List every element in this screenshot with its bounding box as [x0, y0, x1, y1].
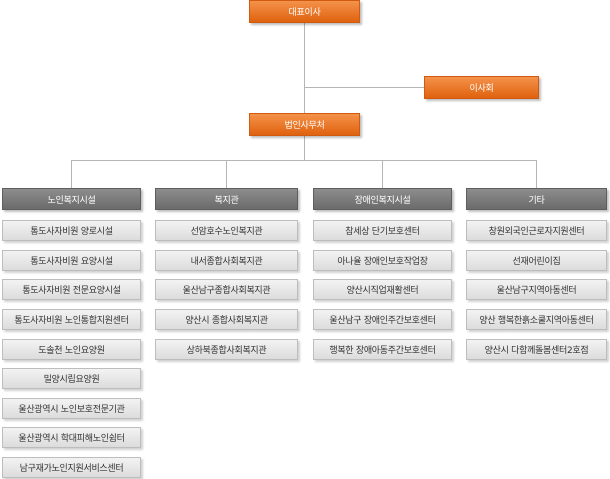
corporate-office-box: 법인사무처 [249, 113, 360, 136]
dept-item: 밀양시립요양원 [2, 368, 141, 389]
dept-header-other: 기타 [466, 188, 607, 210]
dept-item: 울산남구종합사회복지관 [155, 279, 298, 300]
dept-item: 행복한 장애아동주간보호센터 [313, 339, 452, 360]
dept-item: 도솔천 노인요양원 [2, 339, 141, 360]
dept-item: 아나율 장애인보호작업장 [313, 250, 452, 271]
dept-item: 선암호수노인복지관 [155, 220, 298, 241]
dept-item: 남구재가노인지원서비스센터 [2, 457, 141, 478]
board-box: 이사회 [424, 76, 539, 99]
dept-header-welfare-center: 복지관 [155, 188, 298, 210]
dept-item: 선재어린이집 [466, 250, 607, 271]
ceo-box: 대표이사 [249, 0, 360, 23]
dept-item: 양산 행복한흙소쿨지역아동센터 [466, 309, 607, 330]
dept-item: 울산광역시 노인보호전문기관 [2, 398, 141, 419]
dept-item: 통도사자비원 양로시설 [2, 220, 141, 241]
dept-item: 창원외국인근로자지원센터 [466, 220, 607, 241]
dept-item: 울산광역시 학대피해노인쉼터 [2, 427, 141, 448]
dept-item: 양산시직업재활센터 [313, 279, 452, 300]
dept-item: 통도사자비원 요양시설 [2, 250, 141, 271]
dept-item: 상하북종합사회복지관 [155, 339, 298, 360]
dept-item: 통도사자비원 전문요양시설 [2, 279, 141, 300]
dept-item: 내서종합사회복지관 [155, 250, 298, 271]
dept-item: 양산시 종합사회복지관 [155, 309, 298, 330]
dept-item: 울산남구 장애인주간보호센터 [313, 309, 452, 330]
dept-header-disability: 장애인복지시설 [313, 188, 452, 210]
dept-item: 참세상 단기보호센터 [313, 220, 452, 241]
dept-item: 양산시 다함께돌봄센터2호점 [466, 339, 607, 360]
dept-item: 통도사자비원 노인통합지원센터 [2, 309, 141, 330]
dept-item: 울산남구지역아동센터 [466, 279, 607, 300]
dept-header-elderly: 노인복지시설 [2, 188, 141, 210]
